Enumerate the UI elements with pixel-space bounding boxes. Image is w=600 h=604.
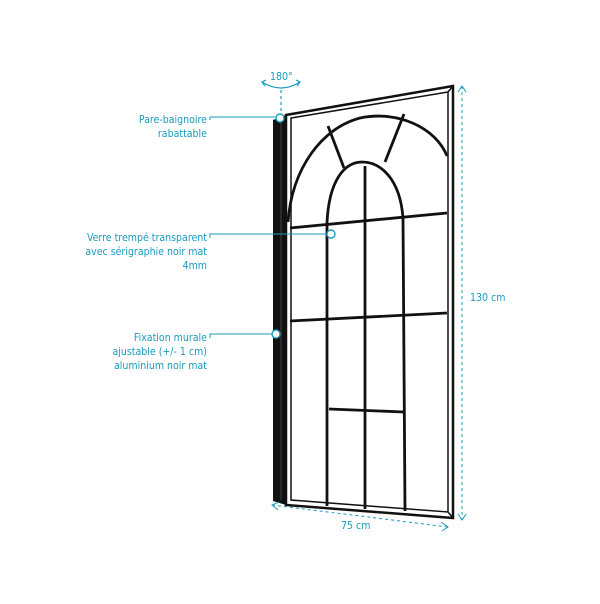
rotation-label: 180° [270,71,293,83]
callout-mount-line: aluminium noir mat [114,360,207,372]
height-label: 130 cm [470,292,506,304]
frame-corner-bottom [447,511,454,519]
inner-arch [325,160,405,224]
callout-glass: Verre trempé transparent avec sérigraphi… [85,231,207,273]
transom-upper [289,211,448,230]
callout-mount-line: ajustable (+/- 1 cm) [112,346,207,358]
callout-hinge-line: Pare-baignoire [138,114,207,126]
frame-outer [284,84,455,520]
callout-glass-line: Verre trempé transparent [86,232,207,244]
glass-serigraphy [286,113,449,512]
transom-lower [328,407,405,414]
rotation-arrow-left [261,79,267,87]
width-arrow-right [440,521,449,532]
callout-hinge-line: rabattable [157,128,207,140]
leader-hinge [209,116,275,120]
mullion-right [401,217,407,512]
width-dimension [271,501,449,532]
width-arrow-left [271,501,280,511]
dot-hinge [275,113,285,123]
callout-mount: Fixation murale ajustable (+/- 1 cm) alu… [112,331,207,373]
height-dimension [457,85,467,521]
dot-glass [326,229,336,239]
frame-corner-top [447,85,454,93]
dot-mount [271,329,281,339]
leader-glass [209,233,328,238]
height-arrow-top [457,85,467,93]
callout-hinge: Pare-baignoire rabattable [139,113,207,141]
wall-profile-bar [273,115,286,505]
transom-middle [289,311,448,323]
callout-glass-line: avec sérigraphie noir mat [85,246,207,258]
callout-mount-line: Fixation murale [133,332,207,344]
height-arrow-bottom [457,513,467,521]
leader-mount [209,333,272,338]
rotation-arc [261,81,301,89]
callout-glass-line: 4mm [182,260,207,272]
wall-profile [273,115,286,505]
frame-inner [290,91,449,513]
arch-spoke-right [383,113,406,163]
glass-frame [284,84,455,520]
rotation-indicator [261,79,301,112]
callout-dots [271,113,336,339]
width-label: 75 cm [341,520,371,532]
callout-leaders [209,116,328,338]
outer-arch [286,114,449,223]
rotation-arrow-right [295,79,301,87]
arch-spoke-left [326,125,346,169]
